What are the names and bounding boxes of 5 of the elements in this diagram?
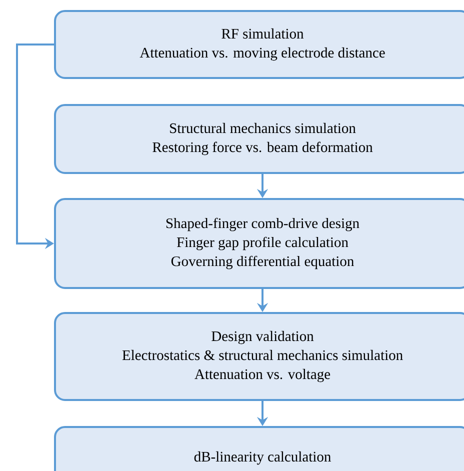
process-box: Structural mechanics simulation Restoring force vs. beam deformation (54, 104, 464, 174)
process-box: Design validation Electrostatics & structural mechanics simulation Attenuation vs. voltage (54, 312, 464, 401)
process-box: Shaped-finger comb-drive design Finger gap profile calculation Governing differential equation (54, 198, 464, 289)
process-box: RF simulation Attenuation vs. moving electrode distance (54, 10, 464, 79)
process-box: dB-linearity calculation (54, 426, 464, 471)
